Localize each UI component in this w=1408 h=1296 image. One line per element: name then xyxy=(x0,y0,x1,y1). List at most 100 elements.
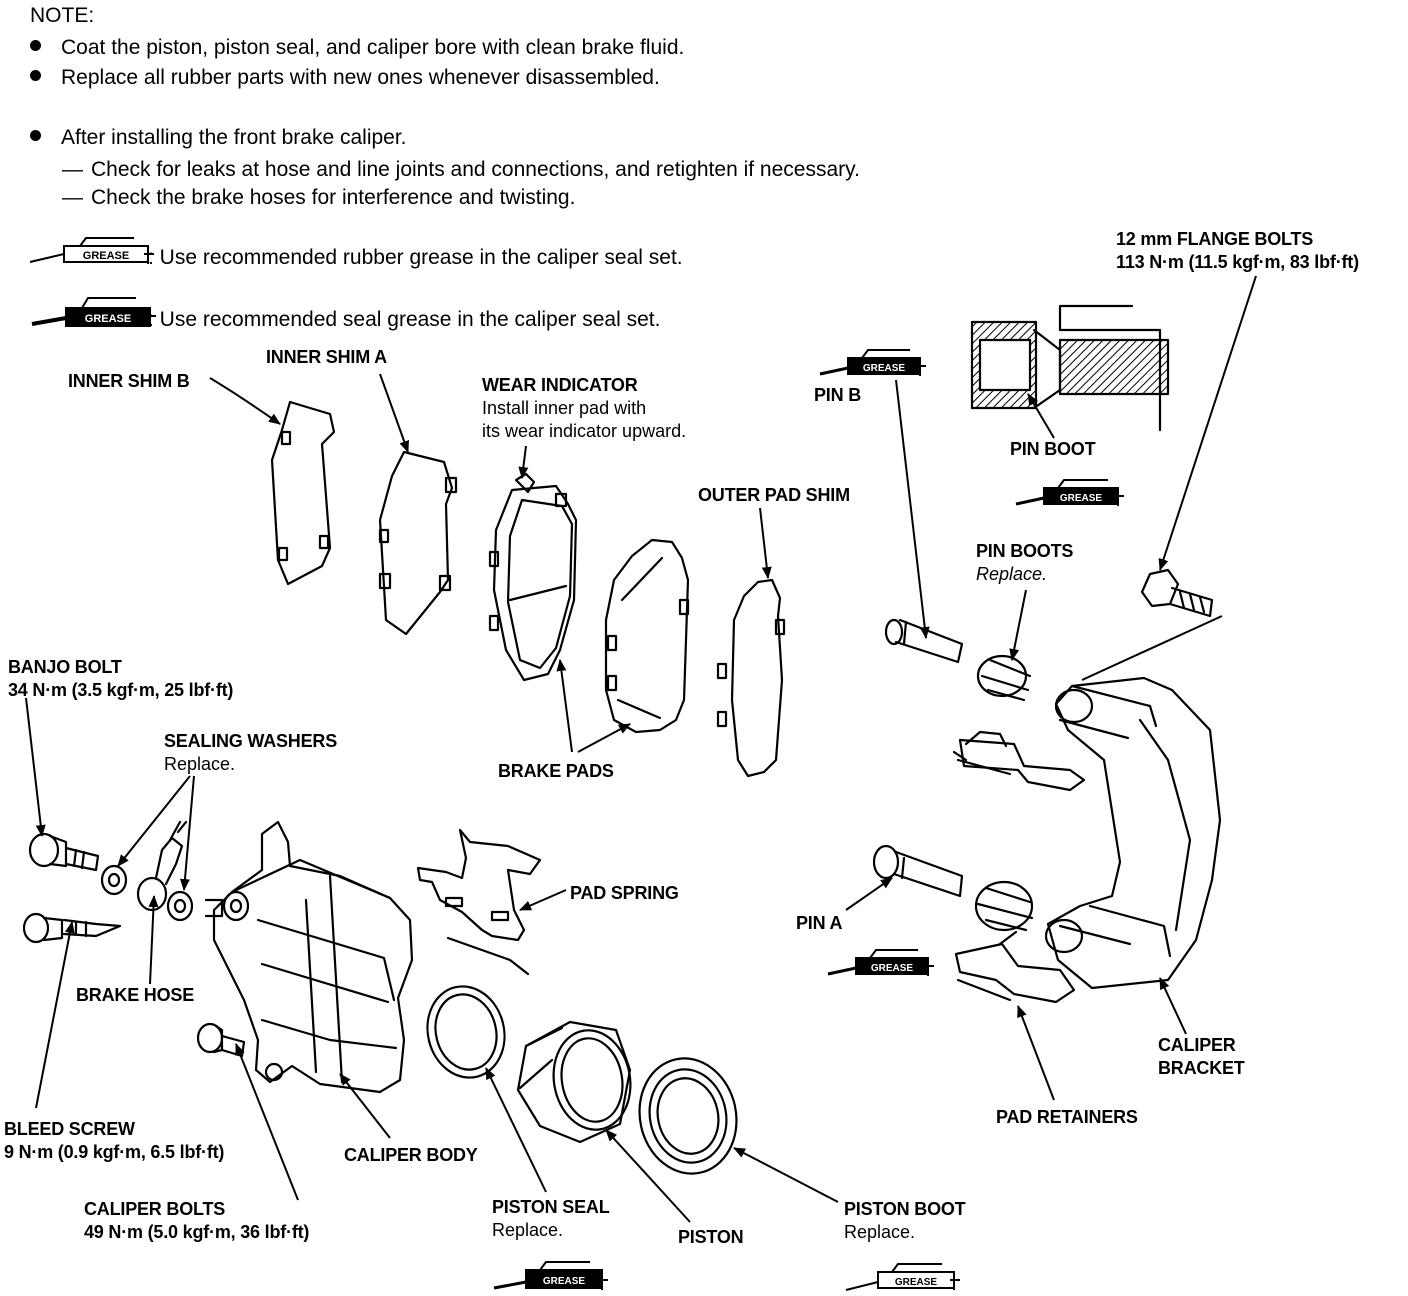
grease-gun-icon-pin-b: GREASE xyxy=(819,349,926,376)
label-piston: PISTON xyxy=(678,1227,744,1247)
note-bullet-text: After installing the front brake caliper… xyxy=(61,126,407,149)
brake-hose-part xyxy=(136,820,188,912)
leader-pin-b xyxy=(895,379,930,639)
leader-brake-pads-outer xyxy=(577,723,631,753)
bullet-dot-icon xyxy=(30,130,41,141)
pin-b-part xyxy=(884,618,964,664)
leader-pad-retainers xyxy=(1017,1005,1055,1101)
note-bullet-text: Replace all rubber parts with new ones w… xyxy=(61,66,660,89)
grease-gun-icon-pin-a: GREASE xyxy=(827,949,934,976)
note-bullet-2: Replace all rubber parts with new ones w… xyxy=(30,64,660,92)
grease-gun-icon-piston-boot: GREASE xyxy=(845,1263,960,1291)
legend-seal-grease: : Use recommended seal grease in the cal… xyxy=(148,308,661,331)
leader-caliper-bolts xyxy=(235,1043,299,1201)
flange-bolt-part xyxy=(1140,568,1214,618)
legend-rubber-grease: : Use recommended rubber grease in the c… xyxy=(148,246,683,269)
bullet-dot-icon xyxy=(30,40,41,51)
note-heading: NOTE: xyxy=(30,4,95,27)
label-pin-a: PIN A xyxy=(796,913,843,933)
leader-brake-hose xyxy=(148,895,159,985)
note-sub-item-1: — Check for leaks at hose and line joints… xyxy=(62,156,860,184)
label-inner-shim-a: INNER SHIM A xyxy=(266,347,387,367)
pin-boots-part xyxy=(974,654,1034,932)
label-pin-boot: PIN BOOT xyxy=(1010,439,1096,459)
svg-text:GREASE: GREASE xyxy=(863,363,906,374)
caliper-bracket-part xyxy=(1044,676,1222,990)
leader-brake-pads-inner xyxy=(556,659,573,753)
outer-brake-pad-part xyxy=(604,538,690,734)
leader-piston-boot xyxy=(733,1147,839,1203)
leader-inner-shim-a xyxy=(379,373,409,453)
note-sub-item-2: — Check the brake hoses for interference … xyxy=(62,184,575,212)
leader-flange-bolts xyxy=(1158,275,1257,571)
inner-shim-b-part xyxy=(270,400,336,586)
inner-brake-pad-part xyxy=(488,472,578,682)
grease-gun-icon-pin-boot: GREASE xyxy=(1015,479,1124,506)
leader-pin-boot xyxy=(1027,393,1055,439)
note-bullet-1: Coat the piston, piston seal, and calipe… xyxy=(30,34,684,62)
sealing-washers-part xyxy=(100,864,194,922)
bleed-screw-part xyxy=(22,912,122,944)
leader-sealing-washer-1 xyxy=(117,775,191,867)
bullet-dot-icon xyxy=(30,70,41,81)
leader-caliper-body xyxy=(339,1073,391,1139)
leader-outer-pad-shim xyxy=(759,507,772,579)
flange-bolt-alignment-line xyxy=(1081,615,1223,681)
pad-spring-part xyxy=(416,828,542,976)
dash-icon: — xyxy=(62,158,83,181)
label-inner-shim-b: INNER SHIM B xyxy=(68,371,190,391)
banjo-bolt-part xyxy=(28,832,100,872)
grease-gun-icon-piston-seal: GREASE xyxy=(493,1261,608,1290)
inner-shim-a-part xyxy=(378,450,458,636)
leader-pad-spring xyxy=(519,889,567,911)
seal-grease-gun-icon: GREASE xyxy=(31,297,156,327)
label-caliper-body: CALIPER BODY xyxy=(344,1145,478,1165)
pin-a-part xyxy=(872,844,964,898)
note-bullet-text: Coat the piston, piston seal, and calipe… xyxy=(61,36,685,59)
caliper-bolt-part xyxy=(196,1022,246,1058)
leader-pin-boots xyxy=(1009,589,1027,661)
label-outer-pad-shim: OUTER PAD SHIM xyxy=(698,485,850,505)
leader-wear-indicator xyxy=(518,445,529,479)
pin-boot-section-part xyxy=(970,304,1170,432)
label-pad-retainers: PAD RETAINERS xyxy=(996,1107,1138,1127)
leader-banjo-bolt xyxy=(25,697,46,837)
leader-inner-shim-b xyxy=(209,377,281,425)
note-sub-item-text: Check the brake hoses for interference a… xyxy=(91,186,576,209)
svg-text:GREASE: GREASE xyxy=(895,1277,938,1288)
leader-bleed-screw xyxy=(35,921,75,1109)
svg-text:GREASE: GREASE xyxy=(1060,493,1103,504)
svg-text:GREASE: GREASE xyxy=(85,313,131,325)
leader-caliper-bracket xyxy=(1159,977,1187,1035)
svg-text:GREASE: GREASE xyxy=(871,963,914,974)
svg-text:GREASE: GREASE xyxy=(543,1276,586,1287)
leader-piston xyxy=(605,1129,691,1223)
note-bullet-3: After installing the front brake caliper… xyxy=(30,124,407,152)
leader-piston-seal xyxy=(485,1067,547,1193)
rubber-grease-gun-icon: GREASE xyxy=(29,237,154,264)
outer-pad-shim-part xyxy=(716,578,786,778)
label-pad-spring: PAD SPRING xyxy=(570,883,679,903)
piston-seal-part xyxy=(426,985,506,1079)
label-brake-hose: BRAKE HOSE xyxy=(76,985,195,1005)
dash-icon: — xyxy=(62,186,83,209)
piston-boot-part xyxy=(638,1057,738,1175)
caliper-body-part xyxy=(204,820,414,1094)
note-sub-item-text: Check for leaks at hose and line joints … xyxy=(91,158,860,181)
leader-pin-a xyxy=(845,877,893,911)
label-pin-b: PIN B xyxy=(814,385,862,405)
svg-text:GREASE: GREASE xyxy=(83,250,129,262)
label-brake-pads: BRAKE PADS xyxy=(498,761,614,781)
piston-part xyxy=(516,1020,632,1144)
